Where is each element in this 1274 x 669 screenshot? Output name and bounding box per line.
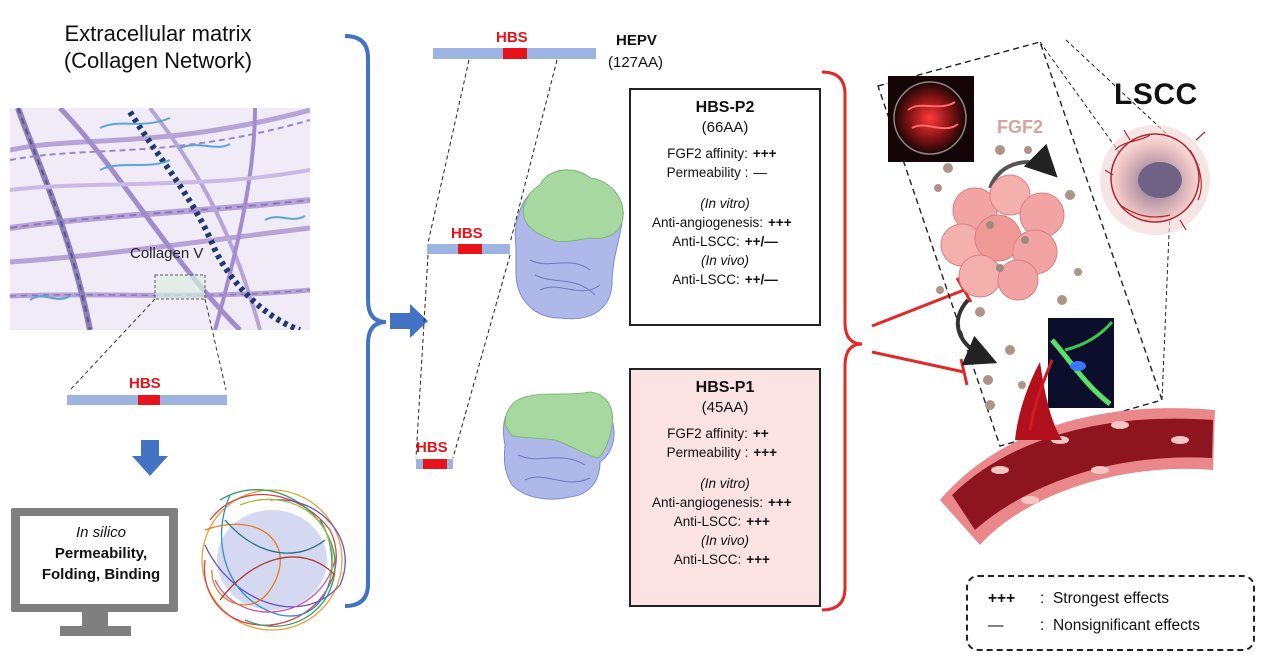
lscc-title: LSCC xyxy=(1114,78,1198,111)
hbs-p1-antilscc-row: Anti-LSCC:+++ xyxy=(673,514,770,529)
right-arrow-icon xyxy=(390,304,428,338)
in-silico-line2: Permeability, xyxy=(54,545,148,562)
endothelial-micrograph xyxy=(1048,318,1114,408)
inhibition-symbols xyxy=(871,277,973,386)
ecm-title: Extracellular matrix (Collagen Network) xyxy=(18,20,298,74)
protein-ensemble-image xyxy=(201,489,346,631)
tumor-cell-cluster xyxy=(940,174,1065,301)
legend-symbol-plus: +++ xyxy=(988,590,1016,607)
fgf2-label: FGF2 xyxy=(997,117,1044,137)
in-silico-text: In silico Permeability, Folding, Binding xyxy=(26,522,176,585)
hbs-p1-permeability-row: Permeability :+++ xyxy=(666,445,778,460)
hepv-length: (127AA) xyxy=(608,54,664,71)
recycle-arrow-icon xyxy=(988,143,1058,189)
legend-item-strongest: +++: Strongest effects xyxy=(988,585,1253,612)
hbs-label-hepv: HBS xyxy=(496,29,528,46)
hbs-p1-bar xyxy=(416,459,453,469)
legend-symbol-dash: — xyxy=(988,617,1004,634)
hbs-p2-in-vivo: (In vivo) xyxy=(700,253,749,268)
hbs-p1-affinity-row: FGF2 affinity:++ xyxy=(667,426,769,441)
hbs-label-ecm: HBS xyxy=(129,375,161,392)
hepv-bar xyxy=(433,48,596,59)
secretion-arrow-icon xyxy=(955,298,998,366)
in-silico-line3: Folding, Binding xyxy=(41,566,161,583)
hbs-p2-antilscc-row: Anti-LSCC:++/— xyxy=(672,234,778,249)
ecm-hbs-bar xyxy=(67,395,227,405)
fgf2-particles xyxy=(934,145,1082,414)
legend: +++: Strongest effects —: Nonsignificant… xyxy=(966,575,1255,651)
hbs-p2-box: HBS-P2 (66AA) FGF2 affinity:+++ Permeabi… xyxy=(629,88,821,326)
left-bracket xyxy=(344,34,387,608)
hbs-p2-permeability-row: Permeability :— xyxy=(666,165,767,180)
hbs-label-p2: HBS xyxy=(451,225,483,242)
hbs-p1-box: HBS-P1 (45AA) FGF2 affinity:++ Permeabil… xyxy=(629,368,821,607)
collagen-network-image xyxy=(10,108,310,330)
hepv-name: HEPV xyxy=(616,32,657,49)
hbs-p1-structure xyxy=(503,391,615,500)
hbs-p1-in-vivo: (In vivo) xyxy=(700,533,749,548)
hbs-p2-antiangio-row: Anti-angiogenesis:+++ xyxy=(651,215,792,230)
hbs-p1-invivo-antilscc-row: Anti-LSCC:+++ xyxy=(673,552,770,567)
hbs-p2-bar xyxy=(427,244,510,254)
hbs-p2-in-vitro: (In vitro) xyxy=(700,196,750,211)
hbs-p2-structure xyxy=(514,169,624,320)
ecm-title-line2: (Collagen Network) xyxy=(63,48,253,73)
fluorescence-micrograph xyxy=(888,76,974,162)
blood-vessel xyxy=(940,359,1215,545)
collagen-v-label: Collagen V xyxy=(130,245,203,262)
hbs-p2-invivo-antilscc-row: Anti-LSCC:++/— xyxy=(672,272,778,287)
hbs-p2-name: HBS-P2 xyxy=(695,99,755,116)
hbs-p1-in-vitro: (In vitro) xyxy=(700,476,750,491)
hbs-p2-affinity-row: FGF2 affinity:+++ xyxy=(667,146,777,161)
ecm-title-line1: Extracellular matrix xyxy=(64,21,252,46)
legend-item-nonsignificant: —: Nonsignificant effects xyxy=(988,612,1253,639)
hbs-p2-length: (66AA) xyxy=(701,119,749,136)
lscc-cell-illustration xyxy=(1100,125,1210,235)
in-silico-line1: In silico xyxy=(75,524,127,541)
hbs-label-p1: HBS xyxy=(416,439,448,456)
hbs-p1-name: HBS-P1 xyxy=(695,379,755,396)
down-arrow-icon xyxy=(132,440,168,476)
projection-lines xyxy=(415,59,558,459)
right-bracket xyxy=(821,70,863,612)
computer-monitor-icon xyxy=(11,508,178,636)
hbs-p1-antiangio-row: Anti-angiogenesis:+++ xyxy=(651,495,792,510)
hbs-p1-length: (45AA) xyxy=(701,399,749,416)
